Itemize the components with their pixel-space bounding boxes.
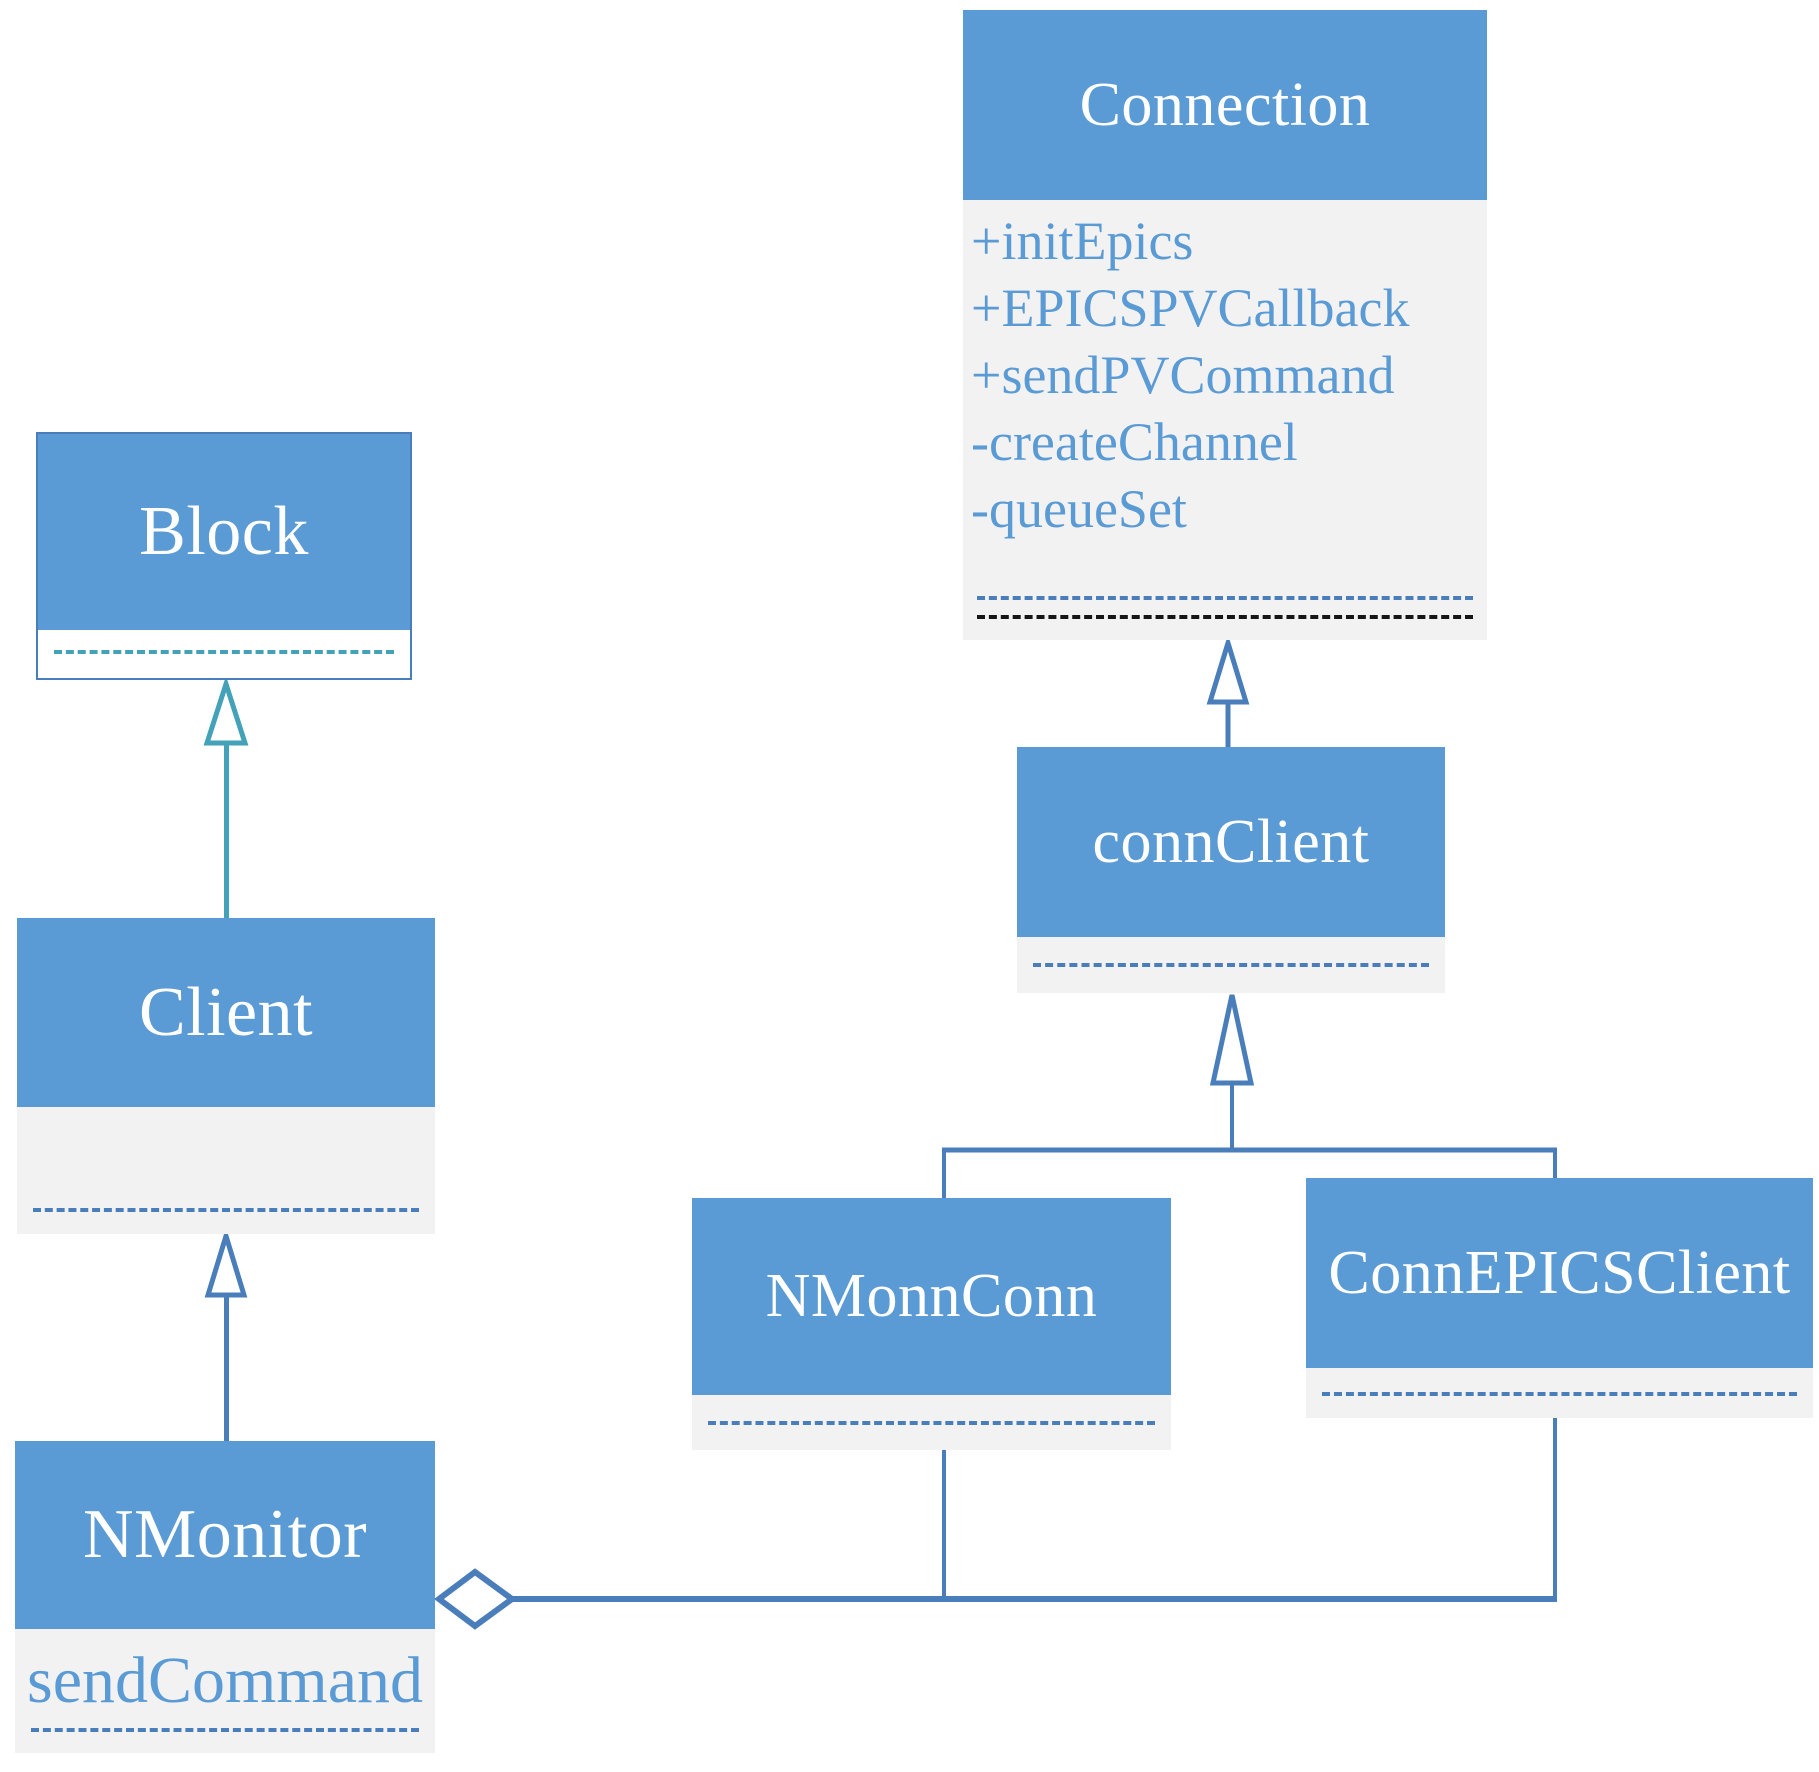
connection-section-divider-black bbox=[977, 615, 1473, 619]
class-nmonnconn: NMonnConn bbox=[692, 1198, 1171, 1450]
connclient-section-divider bbox=[1033, 963, 1429, 967]
class-connepicsclient: ConnEPICSClient bbox=[1306, 1178, 1813, 1418]
nmonitor-section-divider bbox=[31, 1728, 419, 1732]
connection-member-list: +initEpics +EPICSPVCallback +sendPVComma… bbox=[963, 200, 1487, 543]
connection-section-divider-blue bbox=[977, 596, 1473, 600]
class-client-title: Client bbox=[17, 918, 435, 1107]
client-section-divider bbox=[33, 1208, 419, 1212]
connection-member-epicspvcallback: +EPICSPVCallback bbox=[971, 278, 1410, 338]
connection-member-initepics: +initEpics bbox=[971, 211, 1194, 271]
class-connection-title: Connection bbox=[963, 10, 1487, 200]
class-connection: Connection +initEpics +EPICSPVCallback +… bbox=[963, 10, 1487, 640]
class-connclient-title: connClient bbox=[1017, 747, 1445, 937]
class-block-body bbox=[38, 630, 410, 678]
class-connclient: connClient bbox=[1017, 747, 1445, 993]
class-block: Block bbox=[36, 432, 412, 680]
inheritance-arrow-nmonitor-to-client bbox=[204, 1227, 248, 1441]
class-block-title: Block bbox=[38, 434, 410, 630]
block-section-divider bbox=[54, 650, 394, 654]
nmonitor-member-sendcommand: sendCommand bbox=[27, 1644, 423, 1717]
class-connepicsclient-body bbox=[1306, 1368, 1813, 1418]
connepicsclient-section-divider bbox=[1322, 1392, 1797, 1396]
class-nmonnconn-body bbox=[692, 1395, 1171, 1450]
class-nmonitor: NMonitor sendCommand bbox=[15, 1441, 435, 1753]
connection-member-createchannel: -createChannel bbox=[971, 412, 1298, 472]
class-nmonitor-title: NMonitor bbox=[15, 1441, 435, 1629]
class-connepicsclient-title: ConnEPICSClient bbox=[1306, 1178, 1813, 1368]
connection-member-sendpvcommand: +sendPVCommand bbox=[971, 345, 1395, 405]
inheritance-arrow-client-to-block bbox=[203, 675, 249, 918]
aggregation-diamond bbox=[434, 1568, 518, 1630]
connection-member-queueset: -queueSet bbox=[971, 479, 1187, 539]
class-nmonnconn-title: NMonnConn bbox=[692, 1198, 1171, 1395]
class-connection-body: +initEpics +EPICSPVCallback +sendPVComma… bbox=[963, 200, 1487, 640]
class-connclient-body bbox=[1017, 937, 1445, 993]
class-client: Client bbox=[17, 918, 435, 1234]
class-nmonitor-body: sendCommand bbox=[15, 1629, 435, 1753]
nmonnconn-section-divider bbox=[708, 1421, 1155, 1425]
inheritance-arrow-children-to-connclient bbox=[942, 994, 1557, 1198]
class-client-body bbox=[17, 1107, 435, 1234]
inheritance-arrow-connclient-to-connection bbox=[1206, 634, 1250, 747]
